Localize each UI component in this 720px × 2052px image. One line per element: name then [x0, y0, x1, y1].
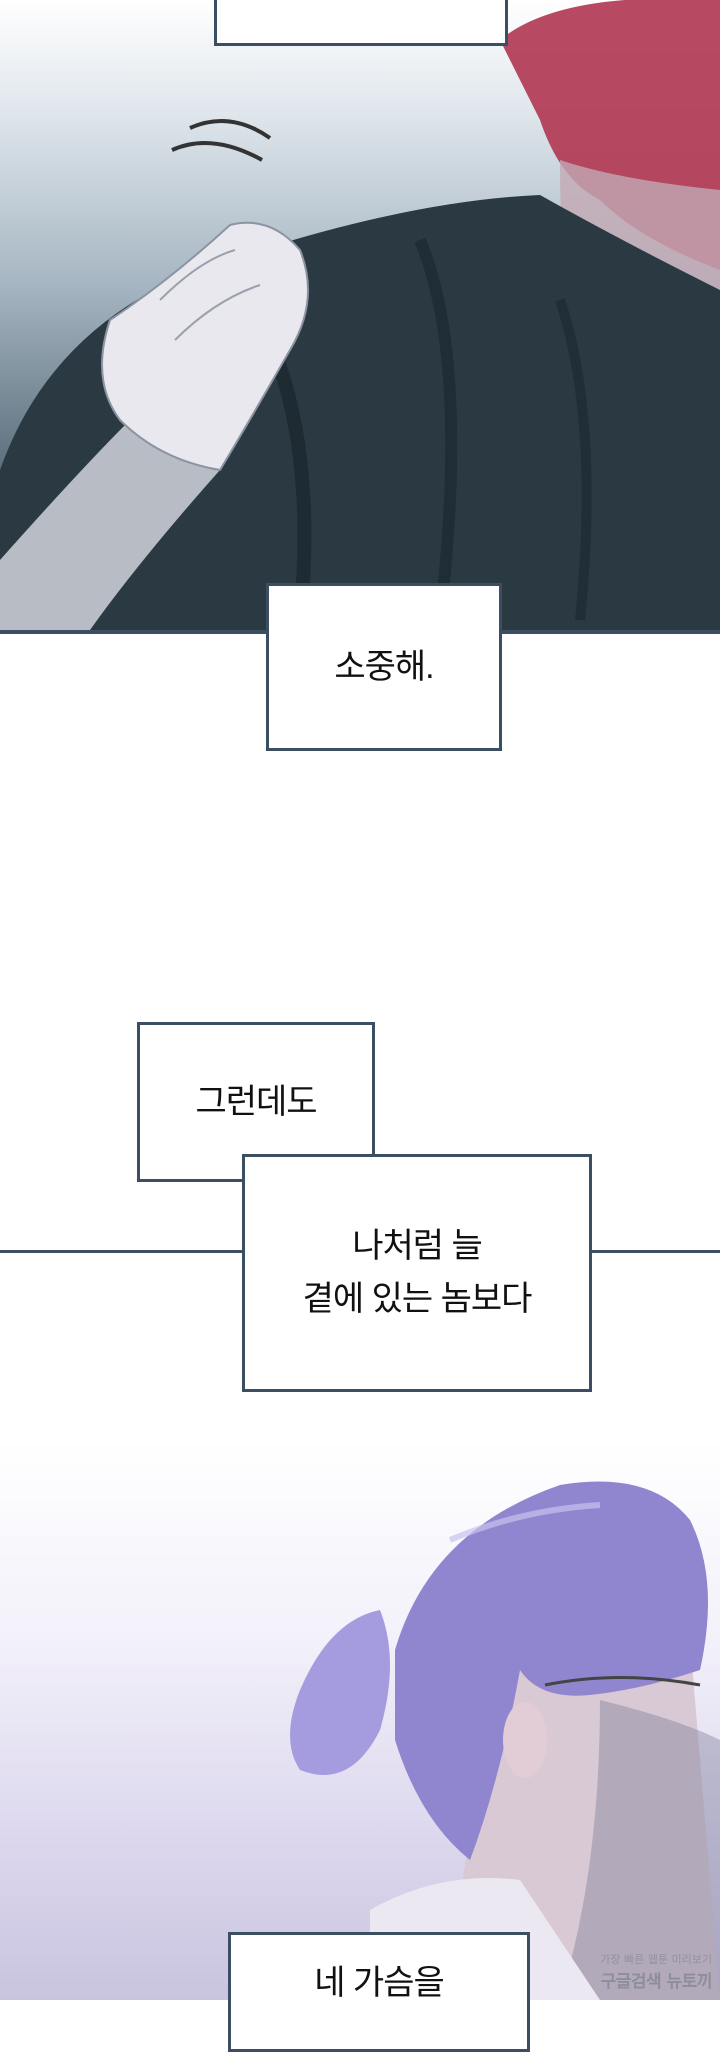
divider-line-left: [0, 1250, 246, 1253]
caption-box-3: 나처럼 늘 곁에 있는 놈보다: [242, 1154, 592, 1392]
caption-text-line-2: 곁에 있는 놈보다: [302, 1280, 533, 1318]
bottom-art-panel: [0, 1440, 720, 2000]
divider-line-right: [590, 1250, 720, 1253]
top-panel-illustration: [0, 0, 720, 630]
site-watermark: 가장 빠른 웹툰 미리보기 구글검색 뉴토끼: [600, 1951, 712, 1992]
caption-text-line-1: 나처럼 늘: [352, 1227, 483, 1266]
caption-box-1: 소중해.: [266, 583, 502, 751]
caption-box-partial: [214, 0, 508, 46]
watermark-name: 구글검색 뉴토끼: [600, 1972, 713, 1992]
caption-text: 소중해.: [334, 647, 434, 686]
caption-box-4: 네 가슴을: [228, 1932, 530, 2052]
caption-text: 그런데도: [195, 1082, 317, 1121]
top-art-panel: [0, 0, 720, 634]
bottom-panel-illustration: [290, 1481, 720, 2000]
watermark-tagline: 가장 빠른 웹툰 미리보기: [600, 1953, 712, 1966]
caption-text: 네 가슴을: [314, 1964, 445, 2002]
